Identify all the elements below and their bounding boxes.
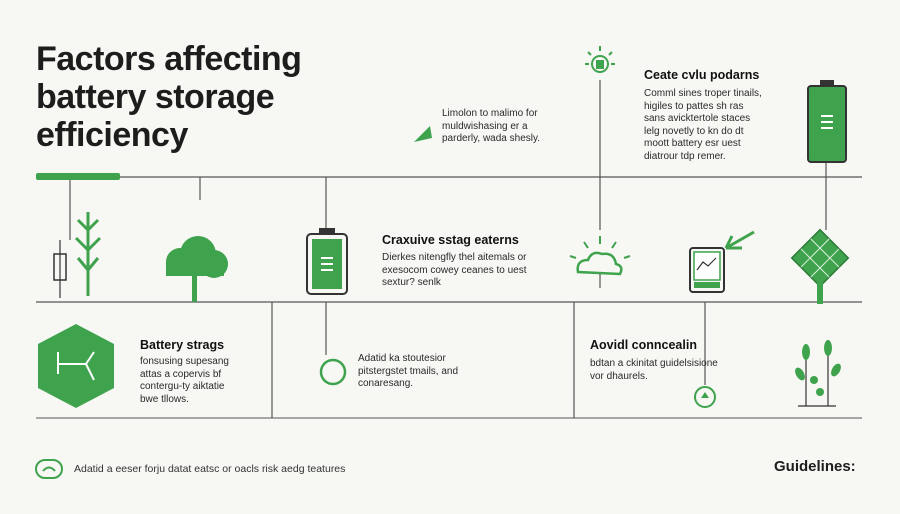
battery-full-icon xyxy=(807,80,847,163)
sprout-icon xyxy=(795,340,841,407)
footer-text: Adatid a eeser forju datat eatsc or oacl… xyxy=(74,463,346,475)
note-bottom-mid: Adatid ka stoutesior pitstergstet tmails… xyxy=(358,353,459,389)
solar-panel-icon xyxy=(790,228,850,304)
tree-icon xyxy=(166,236,228,302)
note-top-right-body: Comml sines troper tinails, higiles to p… xyxy=(644,88,762,162)
note-avoid-heading: Aovidl conncealin xyxy=(590,338,697,352)
note-battery-body: fonsusing supesang attas a copervis bf c… xyxy=(140,356,229,405)
note-middle-body: Dierkes nitengfly thel aitemals or exeso… xyxy=(382,252,527,288)
battery-icon xyxy=(306,228,348,295)
note-top-right-heading: Ceate cvlu podarns xyxy=(644,68,760,82)
note-top-left: Limolon to malimo for muldwishasing er a… xyxy=(442,108,541,144)
plant-icon xyxy=(53,212,102,298)
circle-icon xyxy=(319,358,347,386)
page-title: Factors affecting battery storage effici… xyxy=(36,40,302,154)
cloud-sun-icon xyxy=(569,236,631,288)
note-battery-heading: Battery strags xyxy=(140,338,225,352)
recycle-icon xyxy=(694,386,716,408)
device-icon xyxy=(689,230,755,293)
lightbulb-icon xyxy=(585,46,615,73)
hexagon-icon xyxy=(38,324,114,408)
guidelines-label: Guidelines: xyxy=(774,458,856,475)
arrow-icon xyxy=(414,126,432,142)
footer-logo-icon xyxy=(35,459,63,479)
accent-bar xyxy=(36,173,120,180)
note-middle-heading: Craxuive sstag eaterns xyxy=(382,233,519,247)
note-avoid-body: bdtan a ckinitat guidelsisione vor dhaur… xyxy=(590,358,718,382)
